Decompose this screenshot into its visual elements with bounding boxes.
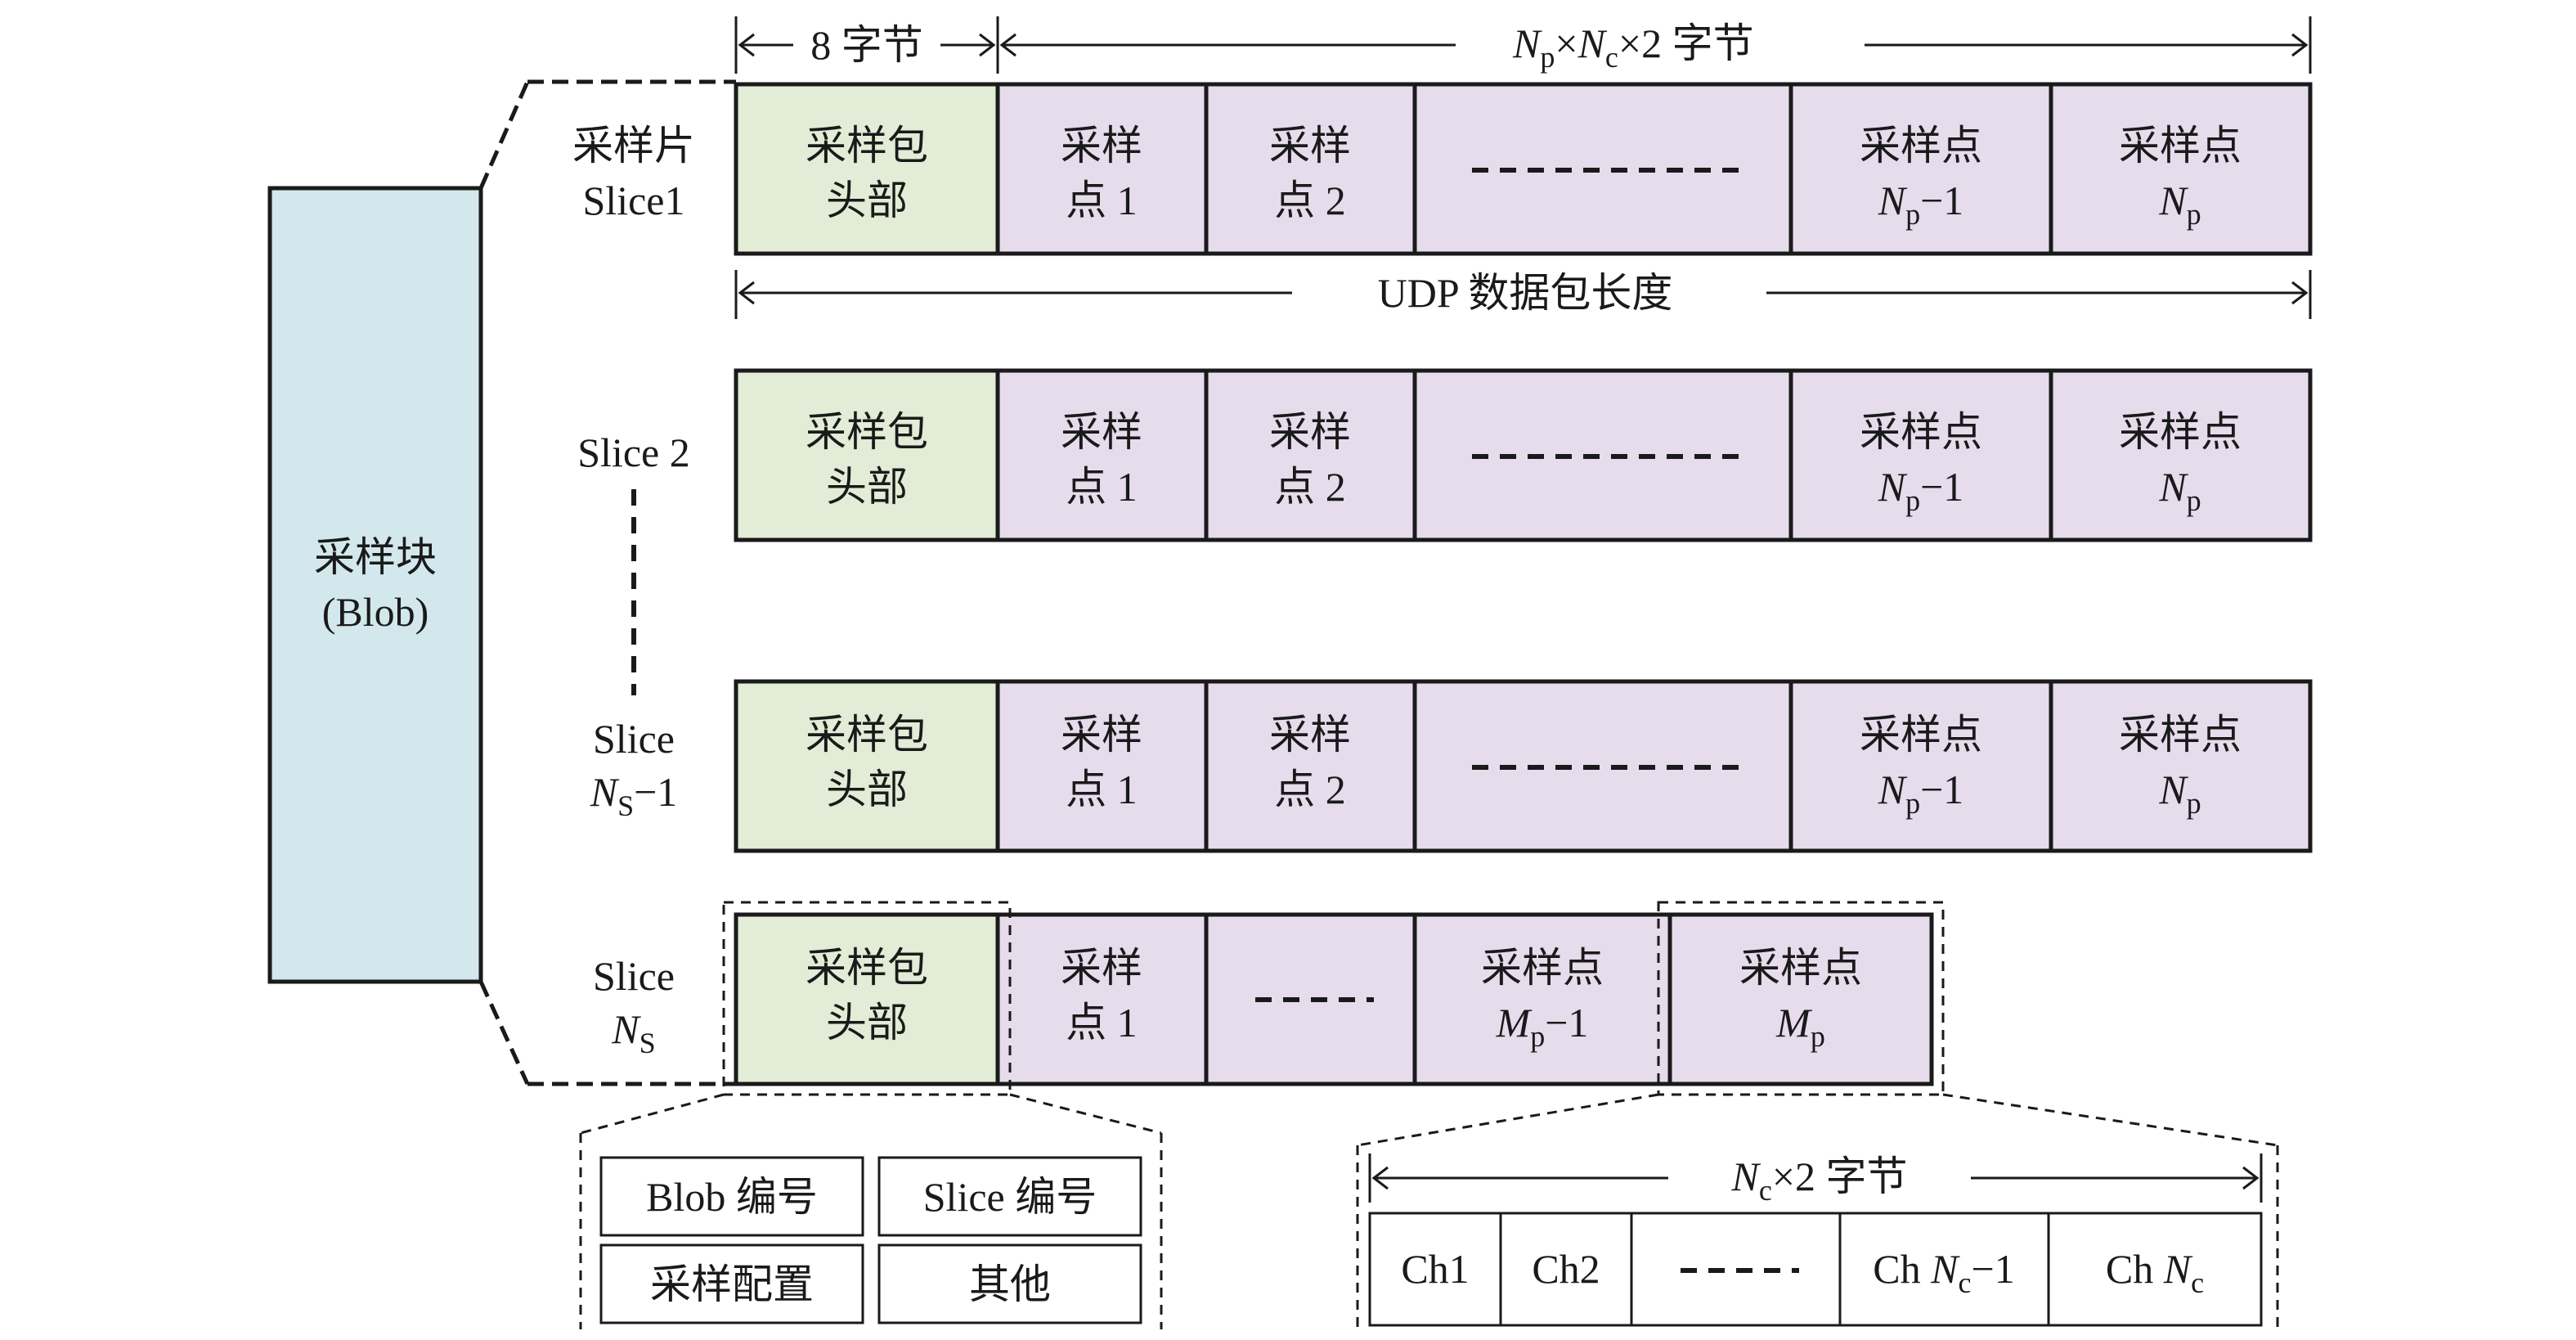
svg-text:8 字节: 8 字节	[810, 22, 923, 68]
svg-text:采样点: 采样点	[1860, 409, 1982, 455]
slice-ns-1-label-line1: Slice	[593, 716, 675, 762]
svg-text:Nc×2 字节: Nc×2 字节	[1730, 1153, 1907, 1207]
svg-text:Slice 编号: Slice 编号	[923, 1174, 1097, 1220]
svg-text:点 2: 点 2	[1274, 178, 1346, 223]
header-detail: Blob 编号 Slice 编号 采样配置 其他	[599, 1156, 1142, 1324]
sample-highlight-box	[1657, 901, 1945, 1096]
svg-text:点 2: 点 2	[1274, 464, 1346, 510]
slice-ns-minus-1-row: Slice NS−1 采样包 头部 采样 点 1 采样 点 2 采样点 Np−1…	[590, 679, 2313, 853]
svg-text:Mp−1: Mp−1	[1496, 1000, 1589, 1053]
header-size-dimension: 8 字节	[734, 16, 999, 74]
svg-text:采样点: 采样点	[1739, 945, 1862, 991]
svg-text:Np−1: Np−1	[1878, 178, 1964, 231]
channel-detail: Ch1 Ch2 Ch Nc−1 Ch Nc	[1368, 1212, 2263, 1327]
svg-text:采样: 采样	[1061, 945, 1142, 991]
slice-1-label-cn: 采样片	[572, 123, 695, 169]
slice-1-label-en: Slice1	[583, 178, 685, 223]
other-field	[877, 1243, 1142, 1324]
svg-text:点 1: 点 1	[1066, 1000, 1138, 1045]
slice-id-field	[877, 1156, 1142, 1237]
svg-text:采样: 采样	[1269, 409, 1351, 455]
header-highlight-box	[722, 901, 1012, 1096]
sample-width-dimension: Nc×2 字节	[1368, 1153, 2263, 1207]
slice-ns-row: Slice NS 采样包 头部 采样 点 1 采样点 Mp−1 采样点 Mp	[593, 912, 1934, 1086]
slice-ns-label-line2: NS	[611, 1006, 655, 1059]
svg-text:Ch1: Ch1	[1401, 1246, 1469, 1292]
slice-2-row: Slice 2 采样包 头部 采样 点 1 采样 点 2 采样点 Np−1 采样…	[577, 368, 2313, 542]
svg-text:Ch Nc: Ch Nc	[2106, 1246, 2204, 1299]
svg-text:点 1: 点 1	[1066, 464, 1138, 510]
svg-text:采样点: 采样点	[2119, 712, 2242, 758]
svg-text:其他: 其他	[969, 1261, 1051, 1307]
svg-text:Np: Np	[2158, 464, 2201, 517]
svg-text:采样包: 采样包	[806, 123, 928, 169]
svg-text:采样: 采样	[1269, 712, 1351, 758]
svg-text:采样配置: 采样配置	[650, 1261, 814, 1307]
slice-2-label: Slice 2	[577, 429, 689, 475]
svg-text:Ch2: Ch2	[1532, 1246, 1600, 1292]
svg-text:点 2: 点 2	[1274, 767, 1346, 812]
svg-text:Np×Nc×2 字节: Np×Nc×2 字节	[1512, 20, 1754, 74]
slice-1-row: 采样片 Slice1 采样包 头部 采样 点 1 采样 点 2 采样点 Np−1…	[572, 82, 2313, 256]
blob-label-line2: (Blob)	[322, 589, 429, 635]
svg-text:头部: 头部	[826, 178, 908, 223]
svg-text:Np−1: Np−1	[1878, 464, 1964, 517]
slice-ns-label-line1: Slice	[593, 953, 675, 999]
slice-ns-1-label-line2: NS−1	[590, 769, 678, 822]
svg-text:Blob 编号: Blob 编号	[646, 1174, 818, 1220]
udp-length-dimension: UDP 数据包长度	[734, 270, 2312, 319]
blob-label-line1: 采样块	[314, 534, 437, 580]
channel-nc	[2047, 1212, 2263, 1327]
blob-expand-top	[478, 80, 530, 190]
svg-text:采样点: 采样点	[1860, 712, 1982, 758]
svg-text:采样: 采样	[1061, 409, 1142, 455]
svg-text:采样: 采样	[1269, 123, 1351, 169]
svg-text:采样点: 采样点	[2119, 123, 2242, 169]
svg-text:头部: 头部	[826, 464, 908, 510]
payload-size-dimension: Np×Nc×2 字节	[999, 16, 2312, 74]
svg-text:采样点: 采样点	[2119, 409, 2242, 455]
svg-text:采样点: 采样点	[1860, 123, 1982, 169]
svg-text:头部: 头部	[826, 767, 908, 812]
svg-text:Np−1: Np−1	[1878, 767, 1964, 820]
sample-config-field	[599, 1243, 864, 1324]
svg-text:采样包: 采样包	[806, 712, 928, 758]
channel-ellipsis	[1630, 1212, 1842, 1327]
svg-text:头部: 头部	[826, 1000, 908, 1045]
blob-id-field	[599, 1156, 864, 1237]
blob-block	[267, 186, 483, 984]
svg-text:采样: 采样	[1061, 712, 1142, 758]
svg-text:UDP 数据包长度: UDP 数据包长度	[1378, 270, 1673, 316]
svg-text:采样包: 采样包	[806, 409, 928, 455]
svg-text:点 1: 点 1	[1066, 178, 1138, 223]
svg-text:Ch Nc−1: Ch Nc−1	[1873, 1246, 2014, 1299]
svg-text:采样点: 采样点	[1481, 945, 1604, 991]
blob-expand-bottom	[478, 980, 530, 1086]
svg-text:点 1: 点 1	[1066, 767, 1138, 812]
svg-text:Mp: Mp	[1775, 1000, 1825, 1053]
svg-text:采样: 采样	[1061, 123, 1142, 169]
svg-text:Np: Np	[2158, 767, 2201, 820]
svg-text:Np: Np	[2158, 178, 2201, 231]
svg-text:采样包: 采样包	[806, 945, 928, 991]
